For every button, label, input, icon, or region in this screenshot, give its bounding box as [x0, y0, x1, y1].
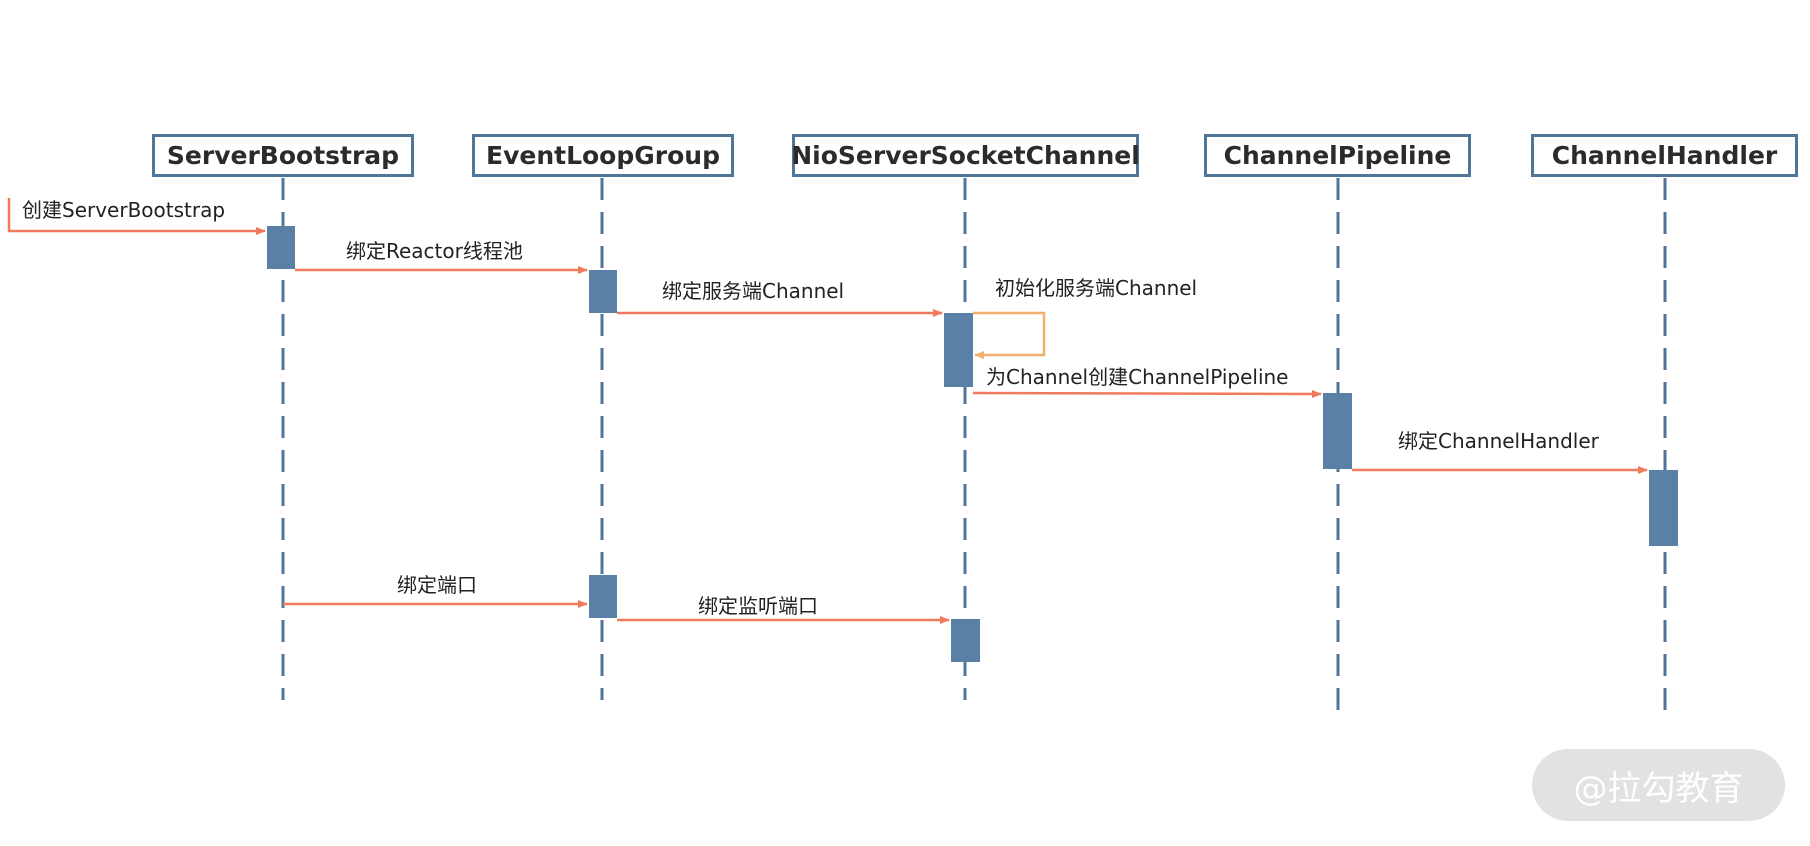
arrow-init-server-channel [973, 311, 1046, 359]
watermark-badge: @拉勾教育 [1532, 749, 1785, 821]
watermark-text: @拉勾教育 [1573, 768, 1744, 809]
activation-nioserversocketchannel-1 [944, 313, 973, 387]
activation-eventloopgroup-2 [589, 575, 617, 618]
arrow-create-serverbootstrap [7, 198, 266, 235]
actor-label: ServerBootstrap [166, 141, 400, 170]
actor-serverbootstrap: ServerBootstrap [152, 134, 414, 177]
activation-serverbootstrap [267, 226, 295, 269]
actor-eventloopgroup: EventLoopGroup [472, 134, 734, 177]
actor-label: ChannelHandler [1551, 141, 1778, 170]
message-label-create-pipeline: 为Channel创建ChannelPipeline [986, 365, 1289, 389]
arrow-create-pipeline [972, 389, 1322, 398]
actor-nioserversocketchannel: NioServerSocketChannel [791, 134, 1140, 177]
message-label-bind-channelhandler: 绑定ChannelHandler [1398, 429, 1599, 453]
message-label-bind-server-channel: 绑定服务端Channel [662, 279, 845, 303]
actor-label: NioServerSocketChannel [791, 141, 1140, 170]
actor-label: EventLoopGroup [486, 141, 720, 170]
message-label-bind-listen-port: 绑定监听端口 [698, 594, 818, 618]
message-label-bind-port: 绑定端口 [397, 573, 477, 597]
message-label-create-serverbootstrap: 创建ServerBootstrap [22, 198, 226, 222]
actor-channelpipeline: ChannelPipeline [1204, 134, 1471, 177]
activation-nioserversocketchannel-2 [951, 619, 980, 662]
message-label-bind-reactor-pool: 绑定Reactor线程池 [346, 239, 523, 263]
activation-channelpipeline [1323, 393, 1352, 469]
activation-eventloopgroup-1 [589, 270, 617, 313]
actor-label: ChannelPipeline [1223, 141, 1452, 170]
message-label-init-server-channel: 初始化服务端Channel [995, 276, 1198, 300]
actor-channelhandler: ChannelHandler [1531, 134, 1798, 177]
activation-channelhandler [1649, 470, 1678, 546]
